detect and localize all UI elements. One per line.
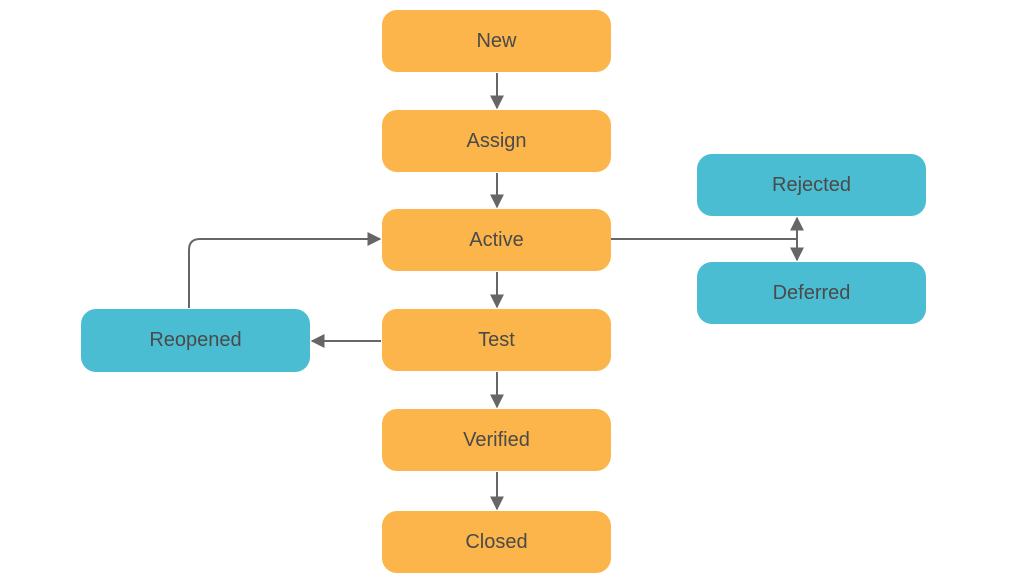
state-deferred: Deferred (697, 262, 926, 324)
state-rejected: Rejected (697, 154, 926, 216)
state-rejected-label: Rejected (772, 173, 851, 196)
state-reopened: Reopened (81, 309, 310, 372)
state-active: Active (382, 209, 611, 271)
state-assign: Assign (382, 110, 611, 172)
arrow-reopened-to-active (188, 232, 382, 308)
state-deferred-label: Deferred (772, 281, 851, 304)
state-new-label: New (476, 29, 517, 52)
state-verified-label: Verified (463, 428, 530, 451)
state-test-label: Test (478, 328, 515, 351)
state-active-label: Active (469, 228, 524, 251)
state-new: New (382, 10, 611, 72)
state-verified: Verified (382, 409, 611, 471)
state-closed: Closed (382, 511, 611, 573)
state-test: Test (382, 309, 611, 371)
state-reopened-label: Reopened (149, 329, 242, 351)
state-closed-label: Closed (465, 530, 528, 553)
state-assign-label: Assign (466, 129, 527, 152)
